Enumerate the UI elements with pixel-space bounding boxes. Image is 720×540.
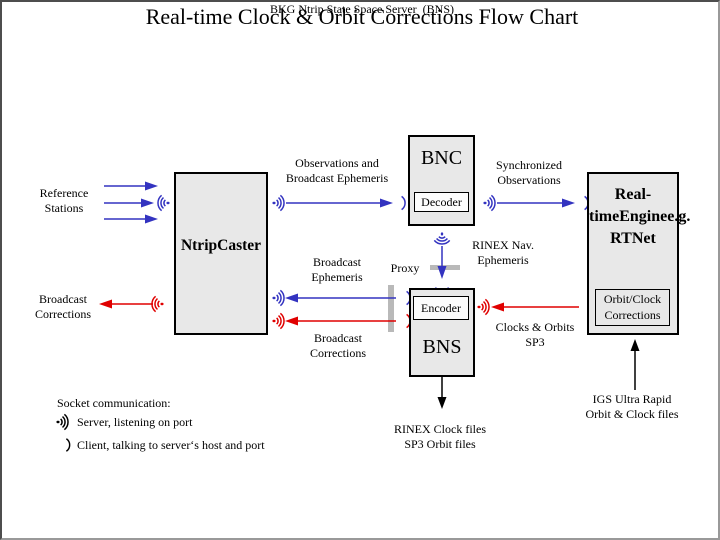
legend-title: Socket communication: — [57, 396, 171, 410]
bnc-right-server-socket-icon — [483, 194, 497, 212]
bns-right-server-socket-icon — [477, 298, 491, 316]
ntrip-caster-label: NtripCaster — [180, 237, 262, 254]
caster-right-server-socket-icon — [272, 194, 286, 212]
ntrip-caster-box: NtripCaster — [174, 172, 268, 335]
legend-client-text: Client, talking to server‘s host and por… — [77, 438, 265, 452]
proxy-label: Proxy — [390, 261, 420, 275]
encoder-box: Encoder — [413, 296, 469, 320]
page-title: Real-time Clock & Orbit Corrections Flow… — [145, 4, 579, 29]
caster-right-server-socket-icon-blue — [272, 289, 286, 307]
decoder-box: Decoder — [414, 192, 469, 212]
bns-label: BNS — [422, 336, 462, 358]
caster-right-server-socket-icon-red — [272, 312, 286, 330]
proxy-bar-vertical — [388, 285, 394, 332]
bnc-label: BNC — [420, 147, 463, 169]
legend-server-socket-icon — [56, 413, 70, 431]
legend-server-text: Server, listening on port — [77, 415, 193, 429]
bnc-box: BNC Decoder — [408, 135, 475, 226]
caster-left-server-socket-icon — [156, 194, 170, 212]
realtime-engine-label: Real-timeEnginee.g. RTNet — [589, 186, 691, 247]
bnc-client-socket-icon — [400, 195, 406, 211]
bns-box: Encoder BNS — [409, 288, 475, 377]
page-subtitle: BKG Ntrip State Space Server (BNS) — [270, 2, 454, 16]
caster-left-server-socket-icon-red — [150, 295, 164, 313]
rinex-nav-ephemeris-label: RINEX Nav.Ephemeris — [472, 238, 534, 267]
legend-client-socket-icon — [65, 438, 71, 452]
